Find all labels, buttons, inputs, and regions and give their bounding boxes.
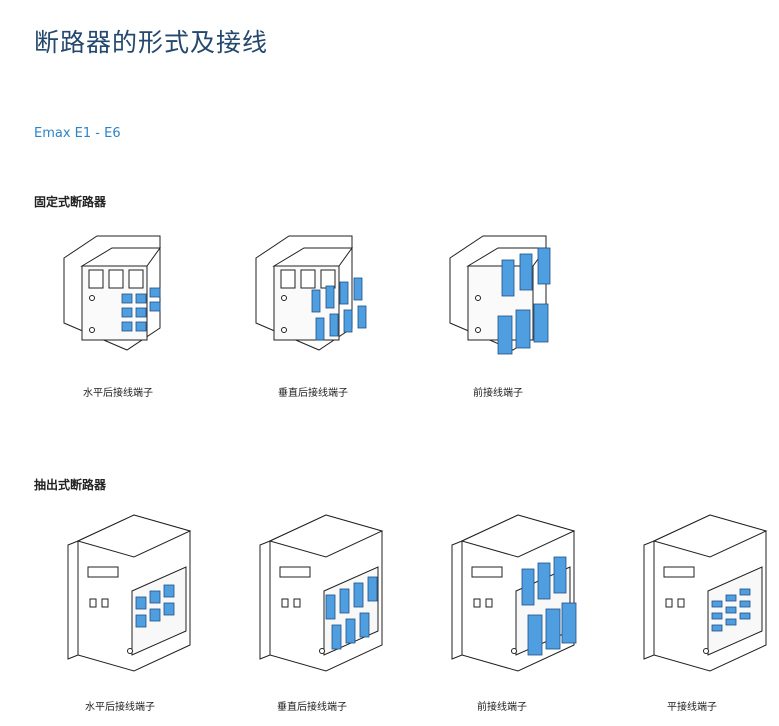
withdrawable-breaker-horizontal-illustration — [50, 505, 200, 685]
section-heading-withdrawable: 抽出式断路器 — [34, 478, 107, 492]
fixed-breaker-front-illustration — [438, 228, 568, 368]
caption-fixed-front: 前接线端子 — [473, 388, 523, 399]
caption-withdrawable-vertical: 垂直后接线端子 — [277, 702, 347, 713]
page-title: 断路器的形式及接线 — [34, 27, 269, 57]
fixed-breaker-vertical-illustration — [244, 228, 374, 368]
caption-withdrawable-flat: 平接线端子 — [667, 702, 717, 713]
fixed-breaker-horizontal-illustration — [52, 228, 182, 368]
caption-fixed-vertical: 垂直后接线端子 — [278, 388, 348, 399]
withdrawable-breaker-front-illustration — [434, 505, 584, 685]
caption-withdrawable-front: 前接线端子 — [477, 702, 527, 713]
caption-fixed-horizontal: 水平后接线端子 — [83, 388, 153, 399]
withdrawable-breaker-flat-illustration — [626, 505, 776, 685]
section-heading-fixed: 固定式断路器 — [34, 195, 107, 209]
withdrawable-breaker-vertical-illustration — [242, 505, 392, 685]
series-label: Emax E1 - E6 — [34, 126, 121, 141]
caption-withdrawable-horizontal: 水平后接线端子 — [85, 702, 155, 713]
